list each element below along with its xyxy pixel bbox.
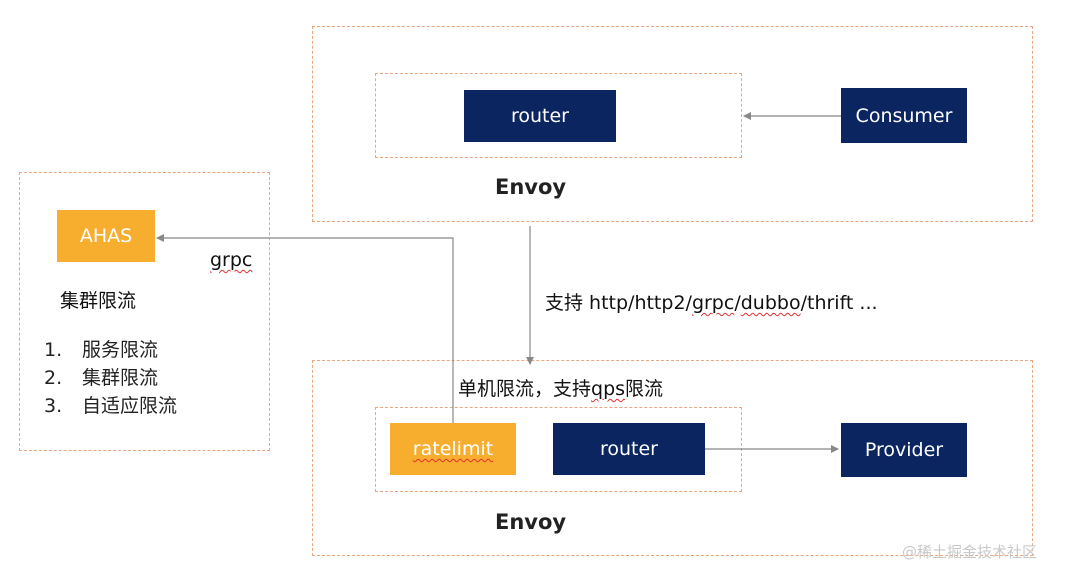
ahas-panel-title: 集群限流	[60, 290, 137, 312]
top-router-box: router	[464, 90, 616, 142]
list-item: 3.自适应限流	[44, 395, 178, 417]
list-item: 2.集群限流	[44, 367, 159, 389]
bottom-router-box: router	[553, 423, 705, 475]
consumer-label: Consumer	[855, 104, 953, 127]
ratelimit-to-ahas-arrow	[156, 234, 454, 425]
ahas-label: AHAS	[79, 225, 133, 247]
list-item: 1.服务限流	[44, 339, 159, 361]
bottom-envoy-label: Envoy	[495, 510, 567, 534]
standalone-limit-note: 单机限流，支持qps限流	[458, 378, 664, 400]
bottom-envoy-frame	[312, 360, 1033, 556]
top-envoy-label: Envoy	[495, 175, 567, 199]
bottom-router-label: router	[599, 438, 658, 460]
top-router-group-frame	[375, 73, 742, 158]
provider-label: Provider	[864, 439, 944, 461]
top-envoy-frame	[312, 26, 1033, 222]
rate-limit-modes-list: 1.服务限流 2.集群限流 3.自适应限流	[44, 336, 177, 420]
protocol-support-label: 支持 http/http2/grpc/dubbo/thrift ...	[545, 292, 878, 314]
top-router-label: router	[510, 105, 569, 127]
ahas-box: AHAS	[57, 210, 155, 262]
watermark: @稀土掘金技术社区	[902, 543, 1038, 561]
provider-box: Provider	[841, 423, 967, 477]
consumer-box: Consumer	[841, 88, 967, 143]
grpc-label: grpc	[210, 249, 253, 271]
ahas-panel-frame	[19, 172, 270, 451]
ratelimit-box: ratelimit	[390, 423, 516, 475]
ratelimit-label: ratelimit	[412, 438, 494, 460]
